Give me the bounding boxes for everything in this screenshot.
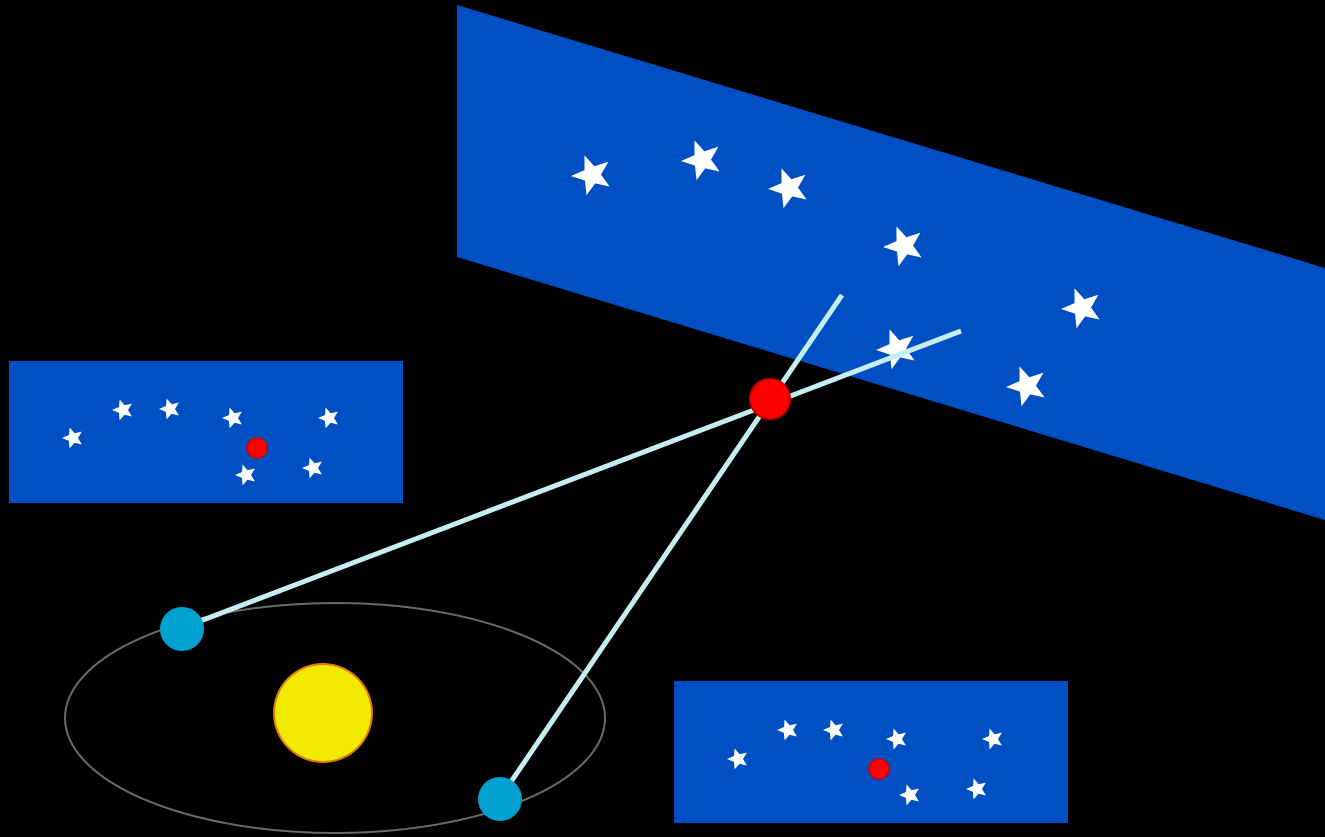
sky-panel-shape (457, 5, 1325, 520)
observation-panel-left (9, 361, 403, 503)
observation-panel-left-shape (9, 361, 403, 503)
earth-icon (478, 777, 522, 821)
background-sky-panel (457, 5, 1325, 520)
near-star-icon (750, 379, 790, 419)
near-star-icon (869, 759, 889, 779)
observation-panel-right-shape (674, 681, 1068, 823)
earth-icon (160, 607, 204, 651)
observation-panel-right (674, 681, 1068, 823)
near-star-icon (247, 438, 267, 458)
sun-icon (274, 664, 372, 762)
